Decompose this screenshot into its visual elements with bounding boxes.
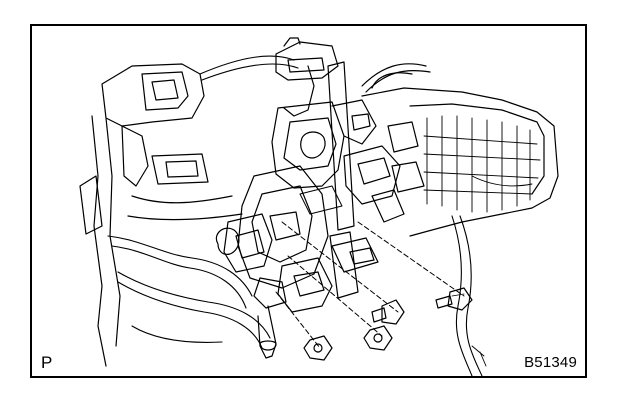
bolt-upper-right	[435, 287, 473, 311]
instrument-panel-reinforcement	[361, 72, 559, 237]
hose-line-inner	[365, 70, 431, 93]
removal-guide-lines	[275, 221, 465, 349]
fasteners	[303, 287, 473, 361]
nut-lower-left	[303, 335, 333, 361]
nut-lower-middle	[363, 325, 393, 351]
left-bracket-structure	[79, 63, 243, 367]
figure-frame: P B51349	[30, 24, 587, 378]
figure-id-label: B51349	[524, 354, 577, 371]
steering-column-assembly	[215, 37, 405, 359]
bolt-middle	[371, 299, 405, 325]
hose-line	[361, 63, 427, 87]
steering-column-illustration	[79, 37, 559, 376]
wire-harness	[107, 55, 487, 376]
corner-code-label: P	[41, 353, 53, 372]
